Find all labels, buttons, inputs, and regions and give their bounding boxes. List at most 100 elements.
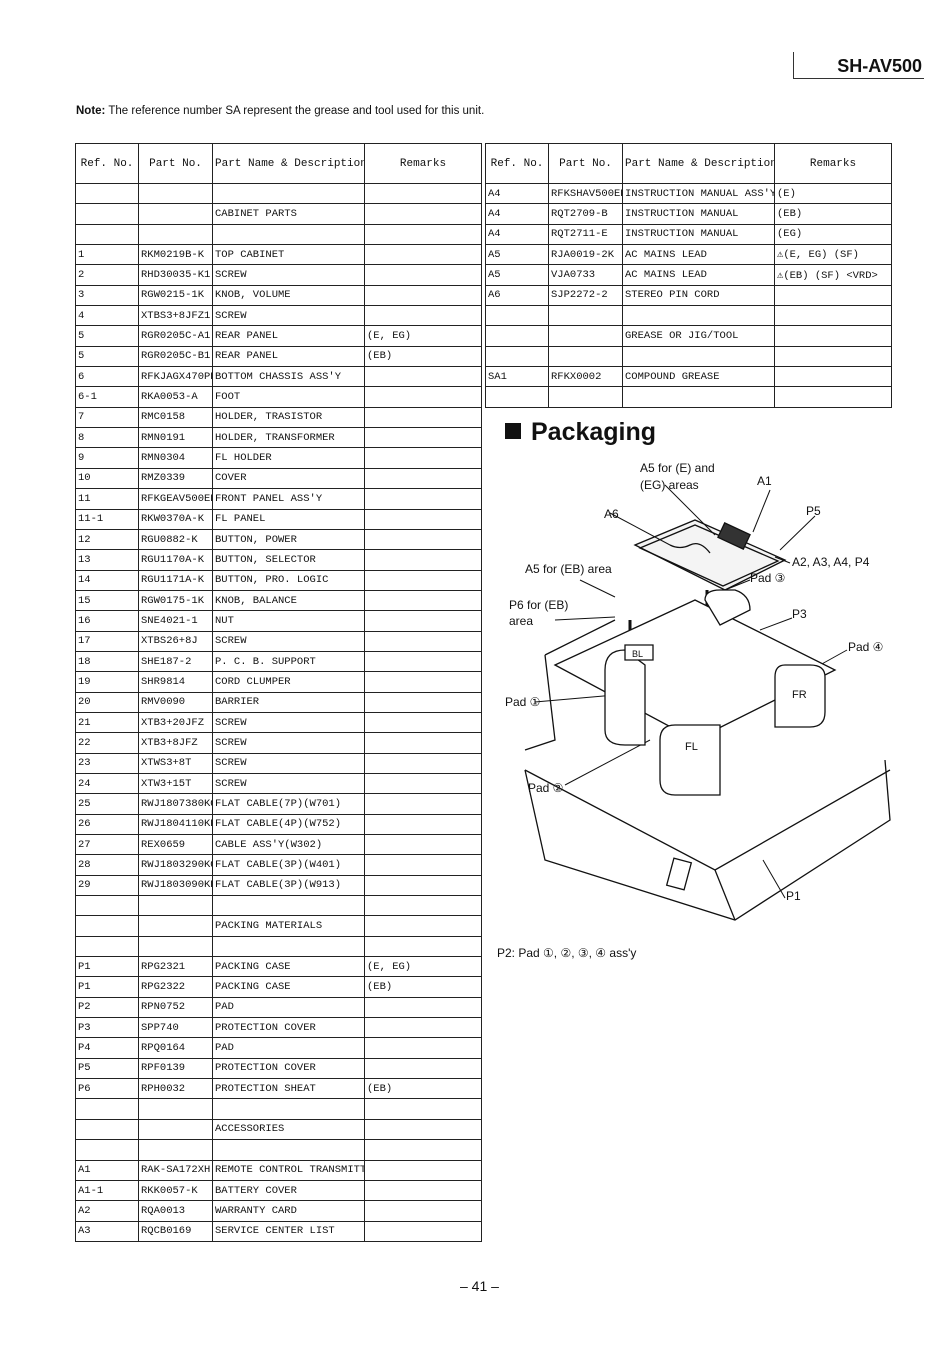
cell-description: INSTRUCTION MANUAL ASS'Y [622,182,775,205]
cell-ref-no [75,1139,139,1161]
cell-part-no [138,915,213,937]
cell-remarks [364,671,482,693]
cell-ref-no: 11-1 [75,508,139,530]
cell-ref-no: 21 [75,711,139,734]
cell-ref-no: 13 [75,549,139,571]
cell-description: PAD [212,1037,365,1059]
cell-remarks [364,1118,482,1141]
cell-ref-no: 27 [75,833,139,856]
page-number: – 41 – [460,1278,499,1294]
cell-part-no: SNE4021-1 [138,610,213,632]
cell-ref-no [485,386,549,408]
cell-remarks [364,366,482,388]
cell-remarks [364,427,482,449]
cell-part-no: RMZ0339 [138,467,213,490]
cell-ref-no: 4 [75,305,139,327]
cell-part-no: RPQ0164 [138,1037,213,1059]
cell-ref-no: P6 [75,1078,139,1100]
label-a6: A6 [604,507,619,521]
table-row [485,386,892,408]
cell-part-no: RQCB0169 [138,1220,213,1242]
label-p6-area: area [509,614,534,628]
cell-description: COVER [212,467,365,490]
cell-ref-no: A3 [75,1220,139,1242]
cell-description: FLAT CABLE(3P)(W401) [212,854,365,876]
cell-remarks [364,203,482,225]
cell-description: P. C. B. SUPPORT [212,650,365,673]
cell-remarks [364,752,482,774]
cell-remarks [364,793,482,815]
table-row [485,305,892,327]
cell-description: CABINET PARTS [212,203,365,225]
cell-part-no: RPF0139 [138,1057,213,1080]
cell-description: BARRIER [212,691,365,713]
cell-part-no: RQT2711-E [548,223,623,246]
cell-ref-no: P3 [75,1017,139,1039]
label-pad3: Pad ③ [750,571,786,585]
cell-description [212,935,365,958]
cell-part-no: RJA0019-2K [548,244,623,266]
cell-description: SCREW [212,732,365,754]
table-row: GREASE OR JIG/TOOL [485,325,892,347]
cell-ref-no: 9 [75,447,139,469]
cell-remarks [364,1200,482,1222]
cell-remarks: (EG) [774,223,892,246]
cell-remarks [774,305,892,327]
cell-ref-no: A4 [485,223,549,246]
cell-part-no: SHR9814 [138,671,213,693]
cell-description: AC MAINS LEAD [622,244,775,266]
table-row [75,223,482,246]
cell-description [212,895,365,917]
table-row [75,895,482,917]
cell-remarks [364,935,482,958]
cell-ref-no [485,345,549,368]
cell-ref-no: 14 [75,569,139,591]
cell-part-no: RKK0057-K [138,1179,213,1202]
header-description: Part Name & Description [622,143,775,184]
model-name: SH-AV500 [837,56,922,76]
cell-remarks [364,610,482,632]
cell-description: HOLDER, TRANSFORMER [212,427,365,449]
cell-remarks: ⚠(E, EG) (SF) [774,244,892,266]
cell-ref-no: 18 [75,650,139,673]
leader-lines [534,484,848,899]
cell-part-no [548,305,623,327]
cell-ref-no: 23 [75,752,139,774]
cell-description: PAD [212,996,365,1019]
cell-description: FLAT CABLE(7P)(W701) [212,793,365,815]
cell-remarks [364,223,482,246]
cell-description: INSTRUCTION MANUAL [622,203,775,225]
cell-ref-no: 8 [75,427,139,449]
cell-ref-no: A5 [485,264,549,286]
cell-description: TOP CABINET [212,244,365,266]
cell-remarks [364,589,482,612]
cell-ref-no: 3 [75,284,139,307]
cell-description: PROTECTION COVER [212,1057,365,1080]
cell-part-no [138,182,213,205]
svg-text:BL: BL [632,649,643,659]
cell-description: FL PANEL [212,508,365,530]
cell-ref-no: SA1 [485,366,549,388]
cell-part-no: RFKJAGX470PK [138,366,213,388]
svg-text:FL: FL [685,741,698,753]
cell-description [212,182,365,205]
table-row: ACCESSORIES [75,1118,482,1141]
label-a5-e: A5 for (E) and [640,461,715,475]
packaging-diagram: FL FR BL [524,484,891,921]
cell-ref-no: 20 [75,691,139,713]
cell-ref-no [75,182,139,205]
cell-remarks: (EB) [774,203,892,225]
table-row [75,935,482,958]
